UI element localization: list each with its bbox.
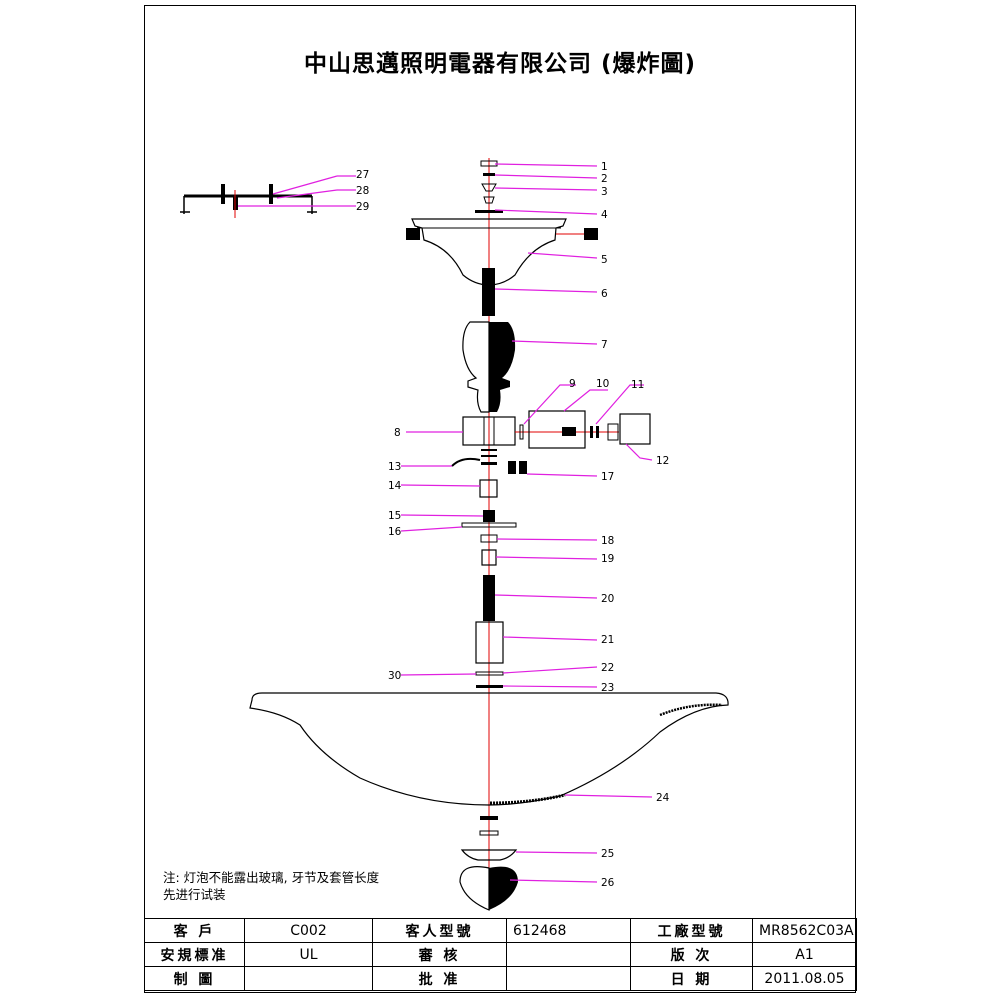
safety-label: 安規標准 xyxy=(144,942,245,967)
part-label: 20 xyxy=(601,593,614,605)
part-label: 23 xyxy=(601,682,614,694)
customer-model-value: 612468 xyxy=(506,918,631,943)
table-row: 客 戶 C002 客人型號 612468 工廠型號 MR8562C03A xyxy=(144,918,857,943)
part-label: 2 xyxy=(601,173,608,185)
part-label: 9 xyxy=(569,378,576,390)
part-3-washer xyxy=(481,183,497,192)
version-label: 版 次 xyxy=(630,942,753,967)
date-label: 日 期 xyxy=(630,966,753,991)
part-16-plate xyxy=(461,522,517,528)
part-24-glass-bowl xyxy=(249,692,729,806)
review-label: 審 核 xyxy=(372,942,507,967)
table-row: 安規標准 UL 審 核 版 次 A1 xyxy=(144,942,857,967)
part-10-switch-box xyxy=(528,410,586,449)
part-label: 24 xyxy=(656,792,670,804)
part-label: 1 xyxy=(601,161,608,173)
part-14-coupler xyxy=(479,479,498,498)
safety-value: UL xyxy=(244,942,373,967)
part-17-connectors xyxy=(508,461,527,474)
part-26-finial xyxy=(459,866,518,911)
part-label: 6 xyxy=(601,288,608,300)
part-label: 12 xyxy=(656,455,669,467)
part-18-ring xyxy=(480,534,498,543)
part-29-screw xyxy=(233,190,238,218)
part-label: 15 xyxy=(388,510,401,522)
part-22-washer xyxy=(475,671,504,676)
part-12-knob xyxy=(607,413,651,445)
assembly-note: 注: 灯泡不能露出玻璃, 牙节及套管长度 先进行试装 xyxy=(163,869,379,903)
customer-value: C002 xyxy=(244,918,373,943)
drawing-title: 中山思邁照明電器有限公司 (爆炸圖) xyxy=(303,51,697,77)
part-label: 11 xyxy=(631,379,644,391)
part-label: 18 xyxy=(601,535,614,547)
part-8-housing xyxy=(462,416,516,446)
part-label: 5 xyxy=(601,254,608,266)
drawing-frame xyxy=(144,5,856,993)
spacer-rings xyxy=(481,449,497,465)
part-7-urn xyxy=(462,321,516,413)
approve-value xyxy=(506,966,631,991)
part-label: 30 xyxy=(388,670,401,682)
part-label: 29 xyxy=(356,201,369,213)
part-2-nut xyxy=(483,173,495,176)
part-label: 13 xyxy=(388,461,401,473)
leader-lines xyxy=(238,163,653,883)
part-label: 22 xyxy=(601,662,614,674)
title-block-table: 客 戶 C002 客人型號 612468 工廠型號 MR8562C03A 安規標… xyxy=(144,918,857,991)
customer-model-label: 客人型號 xyxy=(372,918,507,943)
part-label: 4 xyxy=(601,209,608,221)
factory-model-label: 工廠型號 xyxy=(630,918,753,943)
part-label: 16 xyxy=(388,526,402,538)
part-label: 19 xyxy=(601,553,614,565)
part-15-nipple xyxy=(483,510,495,522)
customer-label: 客 戶 xyxy=(144,918,245,943)
part-5-canopy xyxy=(406,218,598,286)
part-28-screws xyxy=(221,184,273,204)
part-label: 14 xyxy=(388,480,402,492)
factory-model-value: MR8562C03A xyxy=(752,918,857,943)
version-value: A1 xyxy=(752,942,857,967)
part-25-cap xyxy=(460,849,518,861)
part-label: 7 xyxy=(601,339,608,351)
part-label: 25 xyxy=(601,848,614,860)
part-20-rod xyxy=(483,575,495,621)
part-6-tube xyxy=(482,268,495,316)
part-label: 26 xyxy=(601,877,615,889)
table-row: 制 圖 批 准 日 期 2011.08.05 xyxy=(144,966,857,991)
part-label: 17 xyxy=(601,471,614,483)
drawn-label: 制 圖 xyxy=(144,966,245,991)
part-11-nut xyxy=(590,426,599,438)
part-23-nut xyxy=(476,685,503,688)
note-line-1: 注: 灯泡不能露出玻璃, 牙节及套管长度 xyxy=(163,870,380,885)
part-label: 8 xyxy=(394,427,401,439)
review-value xyxy=(506,942,631,967)
date-value: 2011.08.05 xyxy=(752,966,857,991)
part-label: 10 xyxy=(596,378,609,390)
part-13-wire xyxy=(451,457,481,467)
part-label: 3 xyxy=(601,186,608,198)
part-label: 21 xyxy=(601,634,614,646)
part-4-cap xyxy=(475,196,503,213)
drawn-value xyxy=(244,966,373,991)
part-label: 27 xyxy=(356,169,369,181)
part-label: 28 xyxy=(356,185,369,197)
note-line-2: 先进行试装 xyxy=(163,887,226,902)
part-27-crossbar xyxy=(180,194,317,214)
approve-label: 批 准 xyxy=(372,966,507,991)
part-9-washer xyxy=(519,424,524,440)
part-21-sleeve xyxy=(475,621,504,664)
